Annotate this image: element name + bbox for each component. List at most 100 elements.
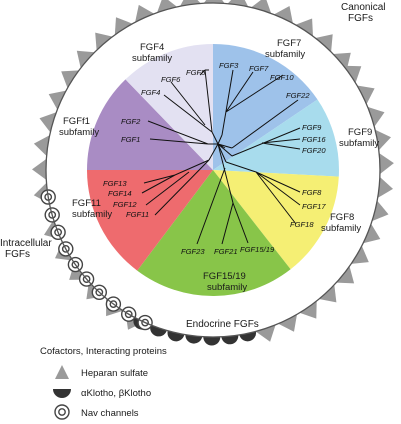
label-fgf4-line1: FGF4 <box>140 42 164 53</box>
triangle-icon <box>55 365 69 379</box>
leaf-fgf15-19: FGF15/19 <box>240 245 275 254</box>
label-intracellular-fgfs: Intracellular FGFs <box>0 238 54 260</box>
tree-branch-fgf7 <box>221 69 299 149</box>
heparan-triangle <box>48 90 67 110</box>
legend-label-nav: Nav channels <box>81 408 139 419</box>
leaf-fgf12: FGF12 <box>113 200 137 209</box>
sector-fgf7 <box>213 43 318 170</box>
outer-boundary-circle <box>45 2 381 338</box>
leaf-fgf2: FGF2 <box>121 117 141 126</box>
label-fgf15-19-line2: subfamily <box>207 282 247 293</box>
label-fgf9-subfamily: FGF9 subfamily <box>339 127 379 149</box>
tree-branch-fgf9 <box>231 127 301 157</box>
legend-label-klotho: αKlotho, βKlotho <box>81 388 151 399</box>
heparan-triangle <box>33 135 50 156</box>
heparan-triangle <box>333 52 351 70</box>
legend-label-heparan: Heparan sulfate <box>81 368 148 379</box>
tree-core <box>208 131 233 163</box>
subfamily-labels: FGF4 subfamily FGF7 subfamily FGFf1 subf… <box>59 38 379 293</box>
label-canonical-fgfs: Canonical FGFs <box>341 2 388 24</box>
label-intracellular-line2: FGFs <box>5 249 30 260</box>
label-fgf8-line2: subfamily <box>321 223 361 234</box>
label-fgf1-line2: subfamily <box>59 127 99 138</box>
label-fgf11-line2: subfamily <box>72 209 112 220</box>
sector-fgf4 <box>125 44 213 170</box>
label-fgf1-subfamily: FGFf1 subfamily <box>59 116 99 138</box>
label-fgf4-line2: subfamily <box>132 53 172 64</box>
heparan-triangle <box>295 18 313 37</box>
leaf-fgf23: FGF23 <box>181 247 205 256</box>
heparan-triangle <box>255 324 276 342</box>
leaf-fgf1: FGF1 <box>121 135 140 144</box>
heparan-triangle <box>114 17 133 35</box>
label-fgf4-subfamily: FGF4 subfamily <box>132 42 172 64</box>
leaf-fgf4: FGF4 <box>141 88 160 97</box>
heparan-triangle <box>363 223 381 244</box>
label-fgf8-subfamily: FGF8 subfamily <box>321 212 361 234</box>
semicircle-icon <box>53 389 71 398</box>
leaf-fgf21: FGF21 <box>214 247 238 256</box>
klotho-semicircle <box>221 335 239 345</box>
leaf-fgf7: FGF7 <box>249 64 269 73</box>
label-fgf15-19-subfamily: FGF15/19 subfamily <box>203 271 248 293</box>
heparan-triangle <box>251 0 272 14</box>
klotho-semicircle <box>167 331 185 342</box>
label-fgf11-subfamily: FGF11 subfamily <box>72 198 112 220</box>
sector-fgf15-19 <box>137 170 291 296</box>
label-fgf1-line1: FGFf1 <box>63 116 90 127</box>
tree-branch-fgf8 <box>225 161 301 225</box>
klotho-semicircle <box>185 334 203 344</box>
leaf-fgf5: FGF5 <box>186 68 206 77</box>
heparan-triangle <box>32 158 47 180</box>
leaf-fgf8: FGF8 <box>302 188 322 197</box>
heparan-triangle <box>319 284 337 303</box>
heparan-triangle <box>357 85 375 105</box>
heparan-triangle <box>278 314 297 332</box>
klotho-semicircle <box>150 325 167 337</box>
nav-ring <box>137 314 153 331</box>
label-fgf9-line2: subfamily <box>339 138 379 149</box>
label-canonical-line1: Canonical <box>341 2 385 13</box>
heparan-triangle <box>315 34 333 52</box>
heparan-triangle <box>39 112 57 133</box>
label-fgf9-line1: FGF9 <box>348 127 372 138</box>
leaf-fgf13: FGF13 <box>103 179 127 188</box>
klotho-semicircle <box>239 331 257 342</box>
tree-branch-fgf4 <box>163 69 213 133</box>
label-fgf7-line1: FGF7 <box>277 38 301 49</box>
heparan-triangle <box>135 4 155 23</box>
leaf-fgf9: FGF9 <box>302 123 322 132</box>
group-labels: Canonical FGFs Intracellular FGFs Endocr… <box>0 2 388 330</box>
sector-fgf1 <box>87 79 213 170</box>
leaf-fgf16: FGF16 <box>302 135 326 144</box>
tree-branch-fgf1 <box>147 120 209 145</box>
heparan-triangle <box>375 129 391 151</box>
heparan-triangle <box>61 70 79 88</box>
klotho-markers <box>133 317 257 346</box>
leaf-fgf17: FGF17 <box>302 202 326 211</box>
heparan-triangle <box>95 32 113 51</box>
klotho-semicircle <box>203 336 221 346</box>
leaf-fgf22: FGF22 <box>286 91 310 100</box>
member-labels: FGF5 FGF6 FGF4 FGF3 FGF7 FGF10 FGF22 FGF… <box>103 61 326 256</box>
tree-branch-fgf11 <box>141 159 210 216</box>
heparan-triangle <box>367 106 385 127</box>
label-canonical-line2: FGFs <box>348 13 373 24</box>
leaf-fgf18: FGF18 <box>290 220 314 229</box>
heparan-triangle <box>379 153 394 175</box>
label-fgf15-19-line1: FGF15/19 <box>203 271 246 282</box>
subfamily-pie <box>87 43 339 296</box>
heparan-triangle <box>76 50 95 69</box>
label-endocrine-fgfs: Endocrine FGFs <box>186 319 259 330</box>
heparan-triangle <box>157 0 178 13</box>
label-fgf8-line1: FGF8 <box>330 212 354 223</box>
label-fgf7-subfamily: FGF7 subfamily <box>265 38 305 60</box>
leaf-fgf14: FGF14 <box>108 189 132 198</box>
leaf-fgf10: FGF10 <box>270 73 294 82</box>
heparan-triangle <box>273 6 293 24</box>
heparan-triangle <box>299 300 317 319</box>
heparan-triangle <box>351 245 369 264</box>
leaf-fgf20: FGF20 <box>302 146 326 155</box>
ring-icon <box>54 404 70 420</box>
